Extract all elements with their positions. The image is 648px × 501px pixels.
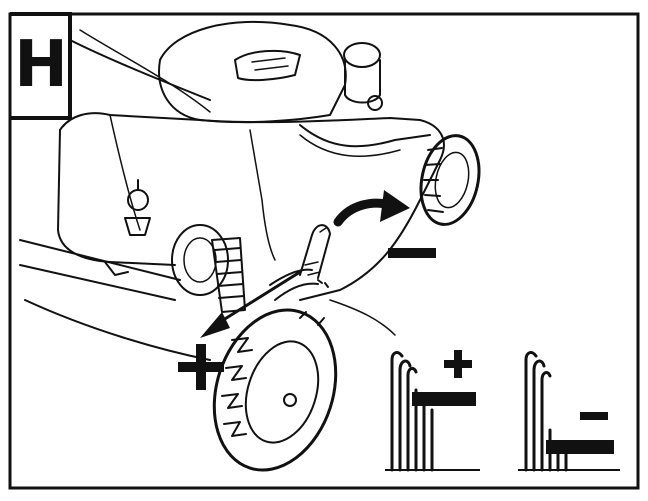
short-grass-minus-icon bbox=[518, 351, 620, 472]
minus-sign-icon bbox=[388, 248, 436, 258]
raise-arrow-head bbox=[380, 190, 410, 222]
lower-arrow-head bbox=[200, 312, 230, 338]
panel-label: H bbox=[14, 28, 68, 102]
tall-grass-plus-icon bbox=[385, 350, 480, 472]
height-lever bbox=[299, 224, 331, 279]
handle-bar bbox=[69, 39, 211, 101]
fuel-cap bbox=[343, 42, 381, 68]
rear-housing bbox=[57, 129, 176, 266]
panel-frame bbox=[8, 12, 640, 490]
label-box bbox=[10, 12, 72, 120]
gear-hub bbox=[171, 224, 229, 296]
handle-lower bbox=[19, 239, 181, 281]
rear-wheel bbox=[212, 308, 338, 472]
plus-sign-icon bbox=[178, 344, 224, 390]
lower-arrow bbox=[219, 270, 301, 324]
height-cog bbox=[211, 237, 246, 313]
front-wheel-right bbox=[419, 134, 481, 226]
engine-grip bbox=[234, 49, 301, 82]
cable bbox=[79, 29, 211, 113]
engine-cover bbox=[158, 20, 347, 124]
